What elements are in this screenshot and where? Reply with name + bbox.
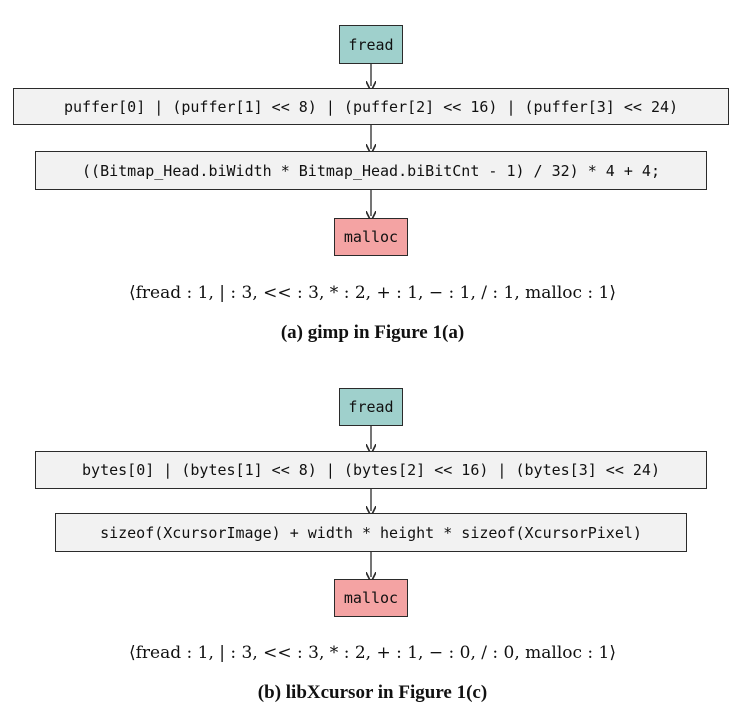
panel-a-expr1-label: puffer[0] | (puffer[1] << 8) | (puffer[2…: [63, 97, 679, 116]
panel-b-expr2-node: sizeof(XcursorImage) + width * height * …: [55, 513, 687, 552]
panel-b-feature-vector: ⟨fread : 1, | : 3, << : 3, * : 2, + : 1,…: [128, 643, 617, 663]
panel-b-sink-label: malloc: [343, 589, 399, 607]
panel-a-sink-label: malloc: [343, 228, 399, 246]
panel-b-sink-node: malloc: [334, 579, 408, 617]
panel-a-expr2-node: ((Bitmap_Head.biWidth * Bitmap_Head.biBi…: [35, 151, 707, 190]
panel-b-expr2-label: sizeof(XcursorImage) + width * height * …: [100, 523, 642, 542]
panel-a-source-label: fread: [348, 35, 394, 54]
panel-b-expr1-node: bytes[0] | (bytes[1] << 8) | (bytes[2] <…: [35, 451, 707, 489]
panel-a-caption: (a) gimp in Figure 1(a): [280, 322, 465, 343]
panel-a-expr1-node: puffer[0] | (puffer[1] << 8) | (puffer[2…: [13, 88, 729, 125]
panel-b-caption: (b) libXcursor in Figure 1(c): [257, 682, 488, 703]
panel-b-source-node: fread: [339, 388, 403, 426]
panel-b-source-label: fread: [348, 398, 394, 416]
panel-a-expr2-label: ((Bitmap_Head.biWidth * Bitmap_Head.biBi…: [82, 161, 660, 180]
panel-a-source-node: fread: [339, 25, 403, 64]
panel-a-feature-vector: ⟨fread : 1, | : 3, << : 3, * : 2, + : 1,…: [128, 283, 617, 303]
panel-a-sink-node: malloc: [334, 218, 408, 256]
panel-b-expr1-label: bytes[0] | (bytes[1] << 8) | (bytes[2] <…: [82, 461, 660, 479]
